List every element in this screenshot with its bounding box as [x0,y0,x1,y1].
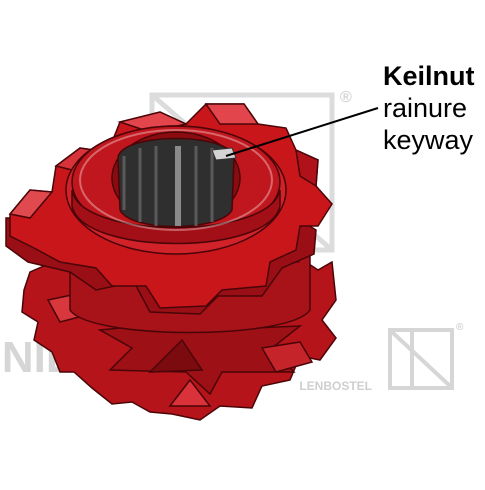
lower-gear-tooth-right [260,341,314,373]
watermark-box-lines [390,330,452,388]
upper-sprocket [5,103,333,315]
tooth-highlight-2 [204,103,260,125]
bore-shading [122,146,214,226]
hub-ring-side [71,189,281,245]
tooth-highlight-4 [8,189,54,219]
keyway-leader-line [225,107,379,157]
keyway-slot [211,147,237,161]
tooth-shade-1 [295,148,319,188]
watermark-registered-mark-2: ® [456,322,464,333]
watermark-sub-text: LENBOSTEL [299,379,372,393]
label-german: Keilnut [383,61,475,91]
label-english: keyway [383,125,474,155]
label-french: rainure [383,93,468,123]
lower-gear-tooth-shadow [148,338,204,373]
watermark-registered-mark: ® [340,89,352,106]
keyway-callout: Keilnut rainure keyway [383,60,475,156]
watermark-box-icon [388,328,454,390]
lower-gear-tooth-highlight [168,378,212,407]
hub-ring-highlight [79,129,273,231]
